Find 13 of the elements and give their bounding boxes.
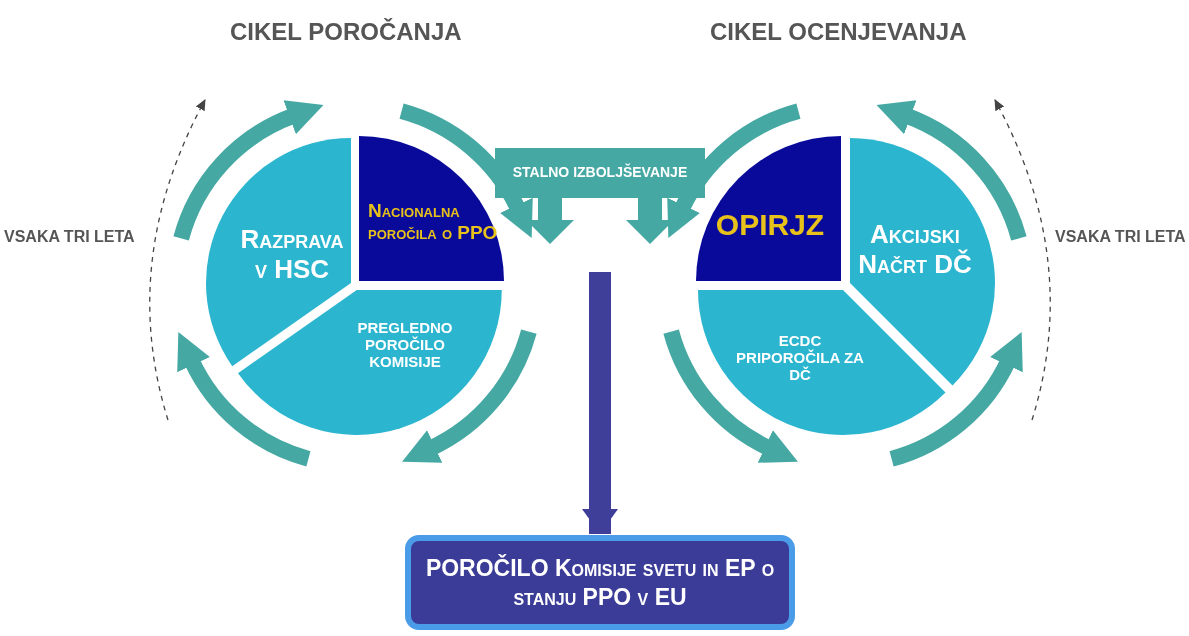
report-box: POROČILO Komisije svetu in EP o stanju PPO v EU — [405, 535, 795, 630]
segment-label: PREGLEDNO POROČILO KOMISIJE — [356, 319, 454, 371]
segment-label: STALNO IZBOLJŠEVANJE — [511, 163, 689, 181]
segment-label: Razprava v HSC — [239, 225, 345, 285]
segment-label: Nacionalna poročila o PPO — [368, 200, 499, 244]
cycle-note: VSAKA TRI LETA — [4, 228, 135, 246]
segment-label: OPIRJZ — [714, 207, 826, 243]
cycle-note: VSAKA TRI LETA — [1055, 228, 1186, 246]
segment-label: ECDC PRIPOROČILA ZA DČ — [735, 332, 865, 384]
arrow — [582, 272, 618, 534]
cycle-title: CIKEL OCENJEVANJA — [710, 18, 967, 46]
cycle-title: CIKEL POROČANJA — [230, 18, 462, 46]
segment-label: Akcijski Načrt DČ — [857, 220, 973, 280]
